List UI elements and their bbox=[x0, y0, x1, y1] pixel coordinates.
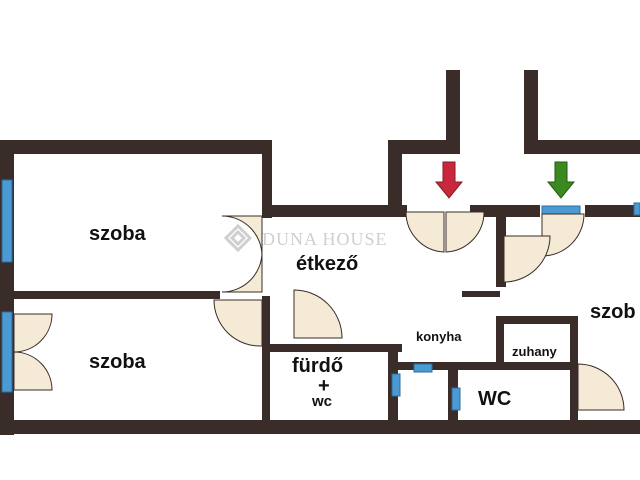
door-shower bbox=[577, 363, 625, 411]
doors bbox=[13, 211, 625, 411]
wall-bath-top bbox=[262, 344, 402, 352]
red-entrance-arrow-icon bbox=[434, 161, 464, 199]
room-label-wc: WC bbox=[478, 388, 511, 410]
wall-corridor-top bbox=[388, 140, 448, 154]
wall-kitchen-bottom bbox=[398, 362, 578, 370]
room-label-furdo-wc: wc bbox=[311, 393, 332, 410]
window-kitchen bbox=[413, 363, 433, 373]
wall-bedrooms-divider bbox=[0, 291, 220, 299]
window-top-bedroom bbox=[1, 179, 13, 263]
door-balcony-lower bbox=[13, 351, 53, 391]
room-label-furdo-plus: + bbox=[318, 375, 330, 397]
room-label-szoba-top: szoba bbox=[89, 223, 147, 245]
wall-bottom bbox=[0, 420, 640, 434]
duna-house-logo-icon bbox=[223, 223, 253, 253]
wall-shower-left bbox=[496, 316, 504, 368]
door-right-room bbox=[503, 235, 551, 283]
wall-top-right bbox=[585, 205, 640, 217]
wall-corridor-stair-right bbox=[524, 70, 538, 154]
wall-shower-top bbox=[496, 316, 576, 324]
watermark-text: DUNA HOUSE bbox=[262, 229, 388, 249]
door-top-bedroom-lower bbox=[221, 251, 263, 293]
window-wc bbox=[451, 387, 461, 411]
wall-top-far-right bbox=[524, 140, 640, 154]
room-label-szoba-right: szob bbox=[590, 301, 636, 323]
window-entry-right bbox=[541, 205, 581, 215]
wall-corridor-left-vertical bbox=[388, 140, 402, 212]
wall-bedroom-right-upper bbox=[262, 140, 272, 218]
door-entrance-left-leaf bbox=[405, 211, 445, 253]
wall-kitchen-right bbox=[496, 217, 506, 287]
room-label-zuhany: zuhany bbox=[512, 344, 558, 359]
wall-kitchen-stub bbox=[462, 291, 500, 297]
room-label-etkezo: étkező bbox=[296, 253, 358, 275]
door-bottom-bedroom bbox=[213, 299, 263, 347]
window-bottom-bedroom bbox=[1, 311, 13, 393]
windows bbox=[1, 179, 640, 411]
door-balcony-upper bbox=[13, 313, 53, 353]
window-far-right bbox=[633, 202, 640, 216]
wall-top-left bbox=[0, 140, 272, 154]
door-entrance-right-leaf bbox=[445, 211, 485, 253]
room-labels: szoba szoba étkező konyha fürdő + wc zuh… bbox=[89, 223, 636, 410]
room-label-konyha: konyha bbox=[416, 329, 462, 344]
window-bath bbox=[391, 373, 401, 397]
green-entrance-arrow-icon bbox=[546, 161, 576, 199]
door-dining-lower bbox=[293, 289, 343, 339]
wall-corridor-stair-left bbox=[446, 70, 460, 154]
wall-top-middle-right bbox=[470, 205, 540, 217]
room-label-furdo: fürdő bbox=[292, 355, 343, 377]
wall-bedroom-right-lower bbox=[262, 296, 270, 424]
wall-top-middle bbox=[262, 205, 407, 217]
room-label-szoba-bottom: szoba bbox=[89, 351, 147, 373]
